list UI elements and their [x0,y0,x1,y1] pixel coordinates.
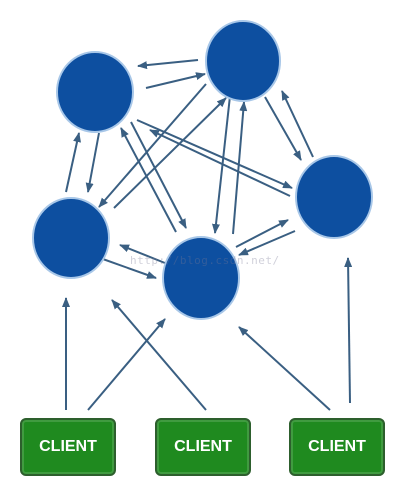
arrow-5 [130,121,187,229]
arrow-17 [235,219,289,248]
server-node-c [32,197,110,279]
arrow-21 [111,299,207,411]
arrow-22 [238,326,331,411]
arrow-20 [87,318,166,411]
server-node-e [162,236,240,320]
arrow-9 [98,83,207,208]
client-node-2: CLIENT [155,418,251,476]
arrow-1 [137,59,199,70]
connection-arrows [62,59,353,411]
arrow-16 [119,244,166,264]
client-node-1: CLIENT [20,418,116,476]
server-node-d [295,155,373,239]
arrow-7 [136,119,293,189]
client-label: CLIENT [308,438,366,455]
arrow-14 [281,90,314,158]
client-label: CLIENT [39,438,97,455]
arrow-15 [99,257,157,279]
arrow-23 [344,257,353,404]
client-node-3: CLIENT [289,418,385,476]
watermark: http://blog.csdn.net/ [130,254,280,267]
arrow-18 [238,230,296,256]
arrow-4 [85,132,100,193]
arrow-11 [212,95,231,234]
arrow-8 [149,129,291,197]
server-node-a [56,51,134,133]
arrow-3 [65,132,81,193]
arrow-12 [232,101,248,235]
arrow-10 [113,97,227,209]
arrow-2 [145,72,206,89]
client-label: CLIENT [174,438,232,455]
arrow-6 [120,127,177,233]
arrow-13 [264,96,302,161]
server-nodes [32,20,373,320]
server-node-b [205,20,281,102]
